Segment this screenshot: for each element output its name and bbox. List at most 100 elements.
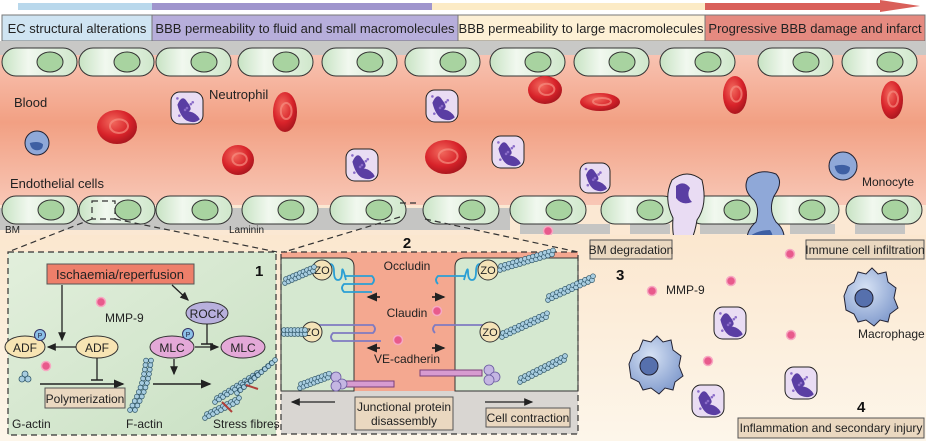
basement-membrane-fragment (790, 224, 835, 234)
ve-cadherin-bar (419, 369, 483, 377)
timeline-arrow-segment (152, 3, 432, 10)
label-mmp9-tissue: MMP-9 (666, 283, 705, 297)
neutrophil-nucleus (352, 155, 375, 180)
granule (586, 183, 590, 187)
granule (721, 329, 724, 332)
endothelial-cell (321, 47, 398, 77)
granule (440, 104, 444, 108)
granule (790, 372, 793, 375)
endothelial-nucleus (723, 199, 751, 221)
stage-box-large-permeability (457, 14, 706, 42)
stage-box-progressive-damage (704, 14, 926, 42)
endothelial-cell (1, 47, 78, 77)
granule (792, 389, 795, 392)
zoom-source-1 (91, 200, 116, 220)
endothelial-cell (659, 47, 736, 77)
label-occludin: Occludin (384, 259, 431, 273)
label-stress-fibres: Stress fibres (213, 417, 280, 431)
endothelial-cell (841, 47, 918, 77)
endothelial-cell (155, 47, 232, 77)
endothelial-nucleus (792, 51, 820, 73)
stage-label: EC structural alterations (8, 21, 147, 36)
endothelial-cell (404, 47, 481, 77)
actin-bead (302, 327, 308, 333)
neutrophil-nucleus (676, 183, 692, 204)
label-laminin: Laminin (229, 225, 264, 236)
catenin-complex (483, 374, 495, 386)
rbc-body (222, 145, 254, 175)
catenin-complex (330, 380, 342, 392)
granule (599, 171, 602, 174)
neutrophil-nucleus (698, 391, 721, 416)
actin-bead (136, 398, 143, 404)
granule (799, 381, 803, 385)
rbc-highlight (592, 96, 612, 107)
endothelial-cell (489, 47, 566, 77)
granule (353, 171, 356, 174)
zo-protein: ZO (479, 321, 501, 343)
junctional-disassembly-box (354, 396, 454, 431)
mmp9-icon (392, 334, 404, 346)
label-mmp9: MMP-9 (105, 311, 144, 325)
actin-bead (131, 398, 138, 404)
occludin-protein (329, 263, 375, 293)
actin-monomer (21, 370, 29, 378)
rbc-highlight (231, 152, 248, 167)
basement-membrane-fragment (630, 224, 670, 234)
cell-contraction-label: Cell contraction (487, 411, 570, 425)
basement-membrane-fragment (855, 224, 905, 234)
label-claudin: Claudin (387, 306, 428, 320)
mmp9-icon (542, 225, 554, 237)
granule (512, 144, 516, 148)
stage-bar: EC structural alterations BBB permeabili… (1, 14, 926, 42)
mlc-node (220, 335, 266, 359)
granule (446, 98, 450, 102)
basement-membrane-degraded (520, 224, 905, 234)
actin-bead (147, 362, 154, 368)
granule (366, 157, 370, 161)
rbc-highlight (729, 85, 743, 103)
granule (803, 377, 807, 381)
macrophage-nucleus (639, 356, 659, 376)
granule (591, 178, 595, 182)
timeline-arrow (18, 0, 920, 12)
granule (189, 102, 193, 106)
granule (593, 176, 597, 180)
label-bm: BM (5, 225, 20, 236)
panel-number-1: 1 (255, 263, 263, 280)
neutrophil-nucleus (177, 98, 200, 123)
rbc-body (273, 92, 297, 132)
granule (805, 375, 809, 379)
endothelial-nucleus (365, 199, 393, 221)
granule (351, 154, 354, 157)
label-endothelial-cells: Endothelial cells (10, 176, 104, 191)
mlc-label: MLC (230, 341, 256, 355)
stage-label: BBB permeability to large macromolecules (459, 21, 704, 36)
trigger-box (46, 263, 195, 285)
actin-bead (146, 371, 152, 377)
actin-bead (139, 380, 145, 386)
rbc-highlight (887, 90, 900, 108)
neutrophil (784, 366, 818, 400)
granule (499, 158, 502, 161)
label-ve-cadherin: VE-cadherin (374, 352, 440, 366)
label-blood: Blood (14, 95, 47, 110)
granule (444, 100, 448, 104)
actin-filament (282, 264, 317, 286)
rbc-body (97, 110, 137, 144)
neutrophil-nucleus (586, 168, 607, 192)
endothelial-cell (845, 195, 923, 225)
endothelial-nucleus (524, 51, 552, 73)
endothelial-cell (78, 47, 155, 77)
zo-body (479, 321, 501, 343)
endothelial-cell (600, 195, 678, 225)
granule (797, 383, 801, 387)
adf-phospho-node (4, 335, 46, 359)
actin-filament (297, 370, 332, 391)
polymerization-box (44, 387, 126, 409)
actin-bead (141, 371, 147, 377)
actin-bead (127, 407, 133, 413)
macrophage-nucleus (854, 288, 874, 308)
granule (728, 321, 732, 325)
